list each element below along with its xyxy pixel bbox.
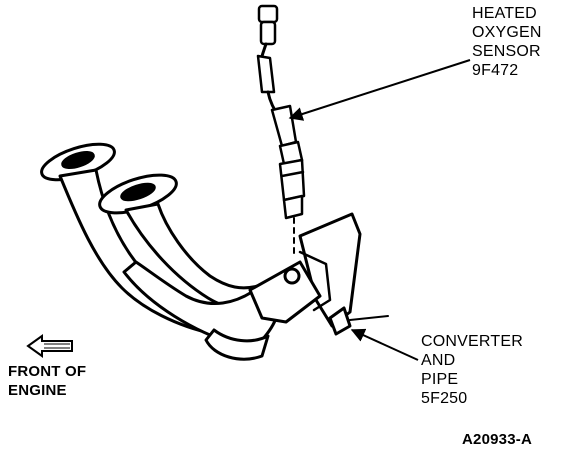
sensor-body-ring (280, 170, 305, 178)
sensor-leader-arrow (288, 59, 471, 121)
collector-outlet (204, 328, 270, 361)
converter-label-line: 5F250 (421, 390, 468, 407)
sensor-label-line: OXYGEN (472, 24, 542, 41)
sensor-grommet (270, 104, 298, 148)
front-direction-arrow-icon (26, 334, 73, 358)
converter-leader-arrow (350, 328, 419, 361)
sensor-port (283, 267, 301, 285)
converter-inlet (248, 260, 322, 324)
front-label-line: FRONT OF (8, 363, 87, 380)
shield-bolt (349, 315, 389, 321)
converter-label-line: AND (421, 352, 456, 369)
sensor-tip (282, 194, 304, 220)
sensor-label-line: HEATED (472, 5, 537, 22)
converter-label: CONVERTER AND PIPE 5F250 (421, 332, 523, 408)
figure-id: A20933-A (462, 431, 532, 448)
converter-body-edge (298, 250, 332, 312)
shield-bracket (328, 306, 352, 336)
front-of-engine-label: FRONT OF ENGINE (8, 362, 86, 400)
sensor-label-line: SENSOR (472, 43, 541, 60)
front-label-line: ENGINE (8, 382, 67, 399)
right-pipe-opening (120, 182, 156, 202)
sensor-connector (257, 4, 279, 24)
sensor-connector-boot (259, 20, 277, 46)
oxygen-sensor (256, 4, 306, 257)
left-pipe-opening (61, 150, 95, 170)
sensor-label: HEATED OXYGEN SENSOR 9F472 (472, 4, 542, 80)
sensor-body (278, 158, 306, 202)
heat-shield (298, 212, 362, 328)
converter-label-line: CONVERTER (421, 333, 523, 350)
sensor-wire-sleeve (256, 54, 276, 94)
sensor-label-line: 9F472 (472, 62, 519, 79)
converter-and-pipe (40, 142, 389, 361)
converter-label-line: PIPE (421, 371, 459, 388)
